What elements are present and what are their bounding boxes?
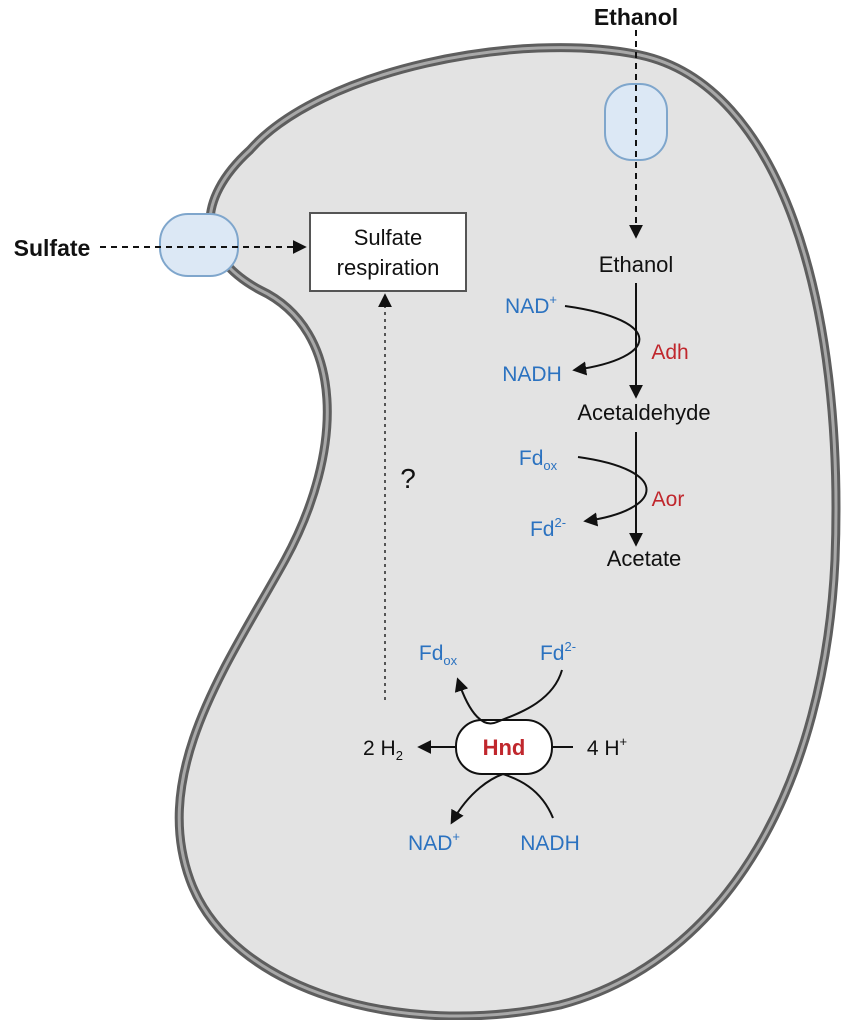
hnd-ferredoxin-arrow <box>454 669 563 725</box>
hnd-enzyme-label: Hnd <box>483 735 526 760</box>
unknown-link-question-mark: ? <box>400 463 416 494</box>
adh-nad-plus-label: NAD+ <box>505 292 557 318</box>
aor-fd-reduced-label: Fd2- <box>530 515 566 541</box>
hnd-fd-reduced-label: Fd2- <box>540 639 576 665</box>
aor-fd-ox-label: Fdox <box>519 447 558 473</box>
hnd-fd-ox-label: Fdox <box>419 642 458 668</box>
hnd-nad-arrow <box>450 772 554 825</box>
cell-membrane-outer <box>174 43 841 1020</box>
sulfate-outside-label: Sulfate <box>14 235 91 261</box>
hnd-protons-label: 4 H+ <box>587 734 627 760</box>
aor-enzyme-label: Aor <box>652 488 685 511</box>
hnd-nad-plus-label: NAD+ <box>408 829 460 855</box>
hnd-nadh-label: NADH <box>520 832 580 855</box>
sulfate-respiration-label-line1: Sulfate <box>354 225 423 250</box>
adh-nadh-label: NADH <box>502 363 562 386</box>
adh-enzyme-label: Adh <box>651 341 688 364</box>
cell <box>174 43 841 1020</box>
ethanol-inside-label: Ethanol <box>599 252 674 277</box>
aor-cofactor-arrow <box>577 456 648 527</box>
cell-membrane-inner <box>177 46 838 1018</box>
hnd-hydrogen-label: 2 H2 <box>363 737 403 763</box>
sulfate-respiration-label-line2: respiration <box>337 255 440 280</box>
acetate-label: Acetate <box>607 546 682 571</box>
sulfate-respiration-box <box>309 212 467 292</box>
sulfate-transporter <box>159 213 239 277</box>
adh-cofactor-arrow <box>564 305 641 376</box>
acetaldehyde-label: Acetaldehyde <box>577 400 710 425</box>
ethanol-outside-label: Ethanol <box>594 4 678 30</box>
